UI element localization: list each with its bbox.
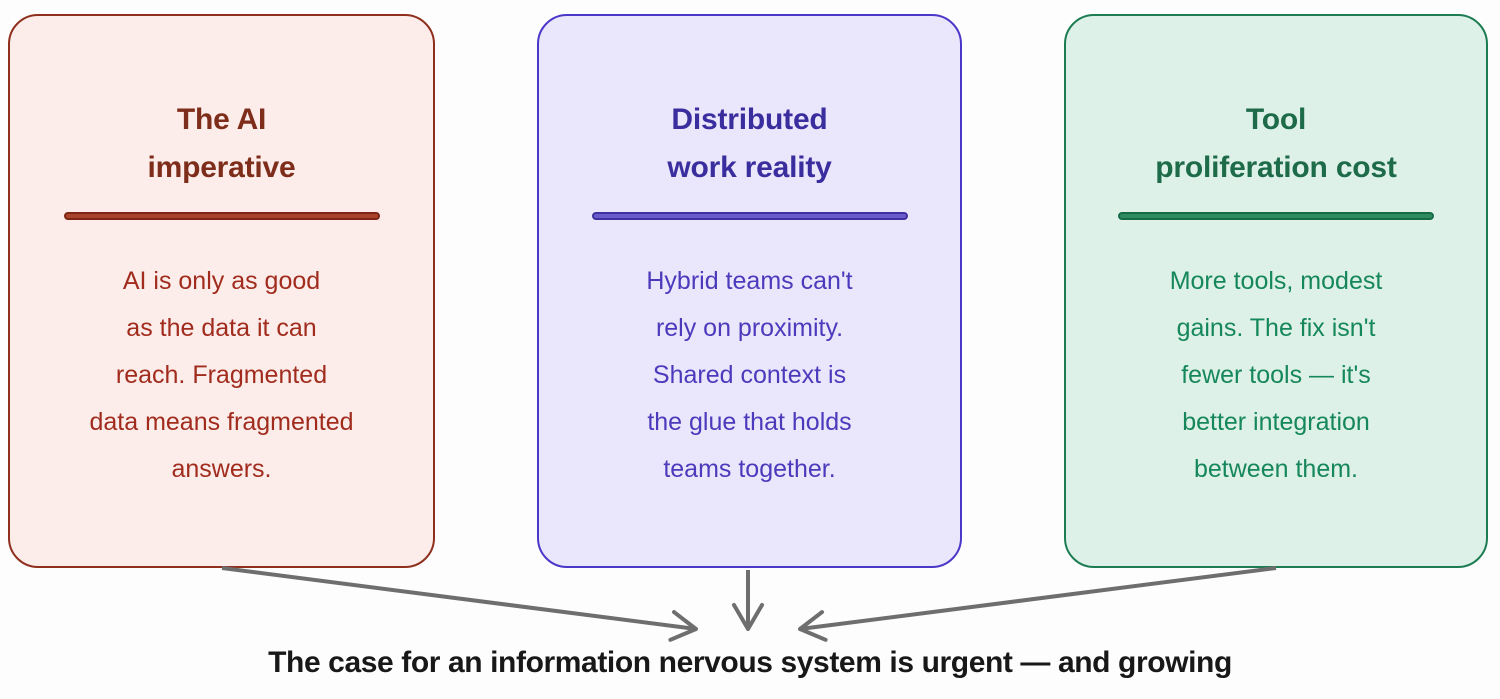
- card-divider: [591, 212, 908, 220]
- arrow-right-card-to-center-icon: [798, 566, 1277, 642]
- card-divider: [63, 212, 380, 220]
- card-tool-proliferation-cost: Tool proliferation cost More tools, mode…: [1064, 14, 1488, 568]
- arrow-left-card-to-center-icon: [221, 566, 698, 642]
- card-title: Distributed work reality: [667, 103, 832, 184]
- card-body-text: AI is only as good as the data it can re…: [89, 267, 354, 483]
- card-distributed-work-reality: Distributed work reality Hybrid teams ca…: [537, 14, 962, 568]
- card-title: The AI imperative: [147, 103, 296, 184]
- card-body-text: Hybrid teams can't rely on proximity. Sh…: [646, 267, 853, 483]
- card-the-ai-imperative: The AI imperative AI is only as good as …: [8, 14, 435, 568]
- caption-text: The case for an information nervous syst…: [268, 646, 1232, 679]
- card-body-text: More tools, modest gains. The fix isn't …: [1169, 267, 1383, 483]
- card-divider: [1118, 212, 1434, 220]
- card-title: Tool proliferation cost: [1155, 103, 1397, 184]
